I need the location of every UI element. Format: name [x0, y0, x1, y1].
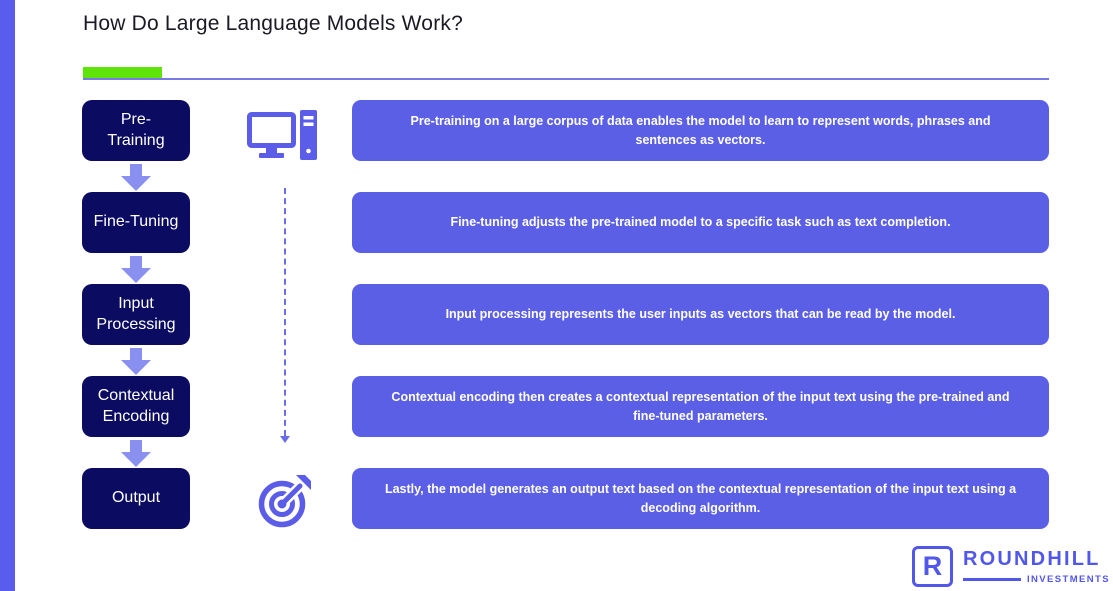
down-arrow-icon [121, 348, 151, 375]
step-box-contextual-encoding: Contextual Encoding [82, 376, 190, 437]
dashed-connector-line [284, 188, 286, 436]
down-arrow-icon [121, 440, 151, 467]
logo-subtitle: INVESTMENTS [1027, 574, 1110, 585]
target-dart-icon [258, 475, 311, 528]
logo-mark-letter: R [922, 551, 943, 581]
step-label: Fine-Tuning [93, 213, 179, 231]
step-box-output: Output [82, 468, 190, 529]
down-arrow-icon [121, 256, 151, 283]
green-accent-chip [83, 67, 162, 80]
description-text: Pre-training on a large corpus of data e… [410, 113, 991, 147]
description-text: Lastly, the model generates an output te… [384, 481, 1017, 515]
step-label: Contextual Encoding [97, 387, 175, 425]
down-arrow-icon [121, 164, 151, 191]
page-title: How Do Large Language Models Work? [83, 12, 463, 35]
step-box-input-processing: Input Processing [82, 284, 190, 345]
logo-brand-name: ROUNDHILL [963, 548, 1101, 570]
step-box-fine-tuning: Fine-Tuning [82, 192, 190, 253]
logo-wordmark: ROUNDHILL INVESTMENTS [963, 548, 1110, 585]
step-label: Output [111, 489, 161, 507]
description-box-pre-training: Pre-training on a large corpus of data e… [352, 100, 1049, 161]
description-text: Fine-tuning adjusts the pre-trained mode… [450, 215, 951, 230]
description-text: Contextual encoding then creates a conte… [391, 389, 1010, 423]
desktop-computer-icon [247, 110, 317, 160]
description-box-contextual-encoding: Contextual encoding then creates a conte… [352, 376, 1049, 437]
left-accent-bar [0, 0, 15, 591]
step-label: Input Processing [96, 295, 176, 333]
logo-subtitle-row: INVESTMENTS [963, 574, 1110, 585]
description-box-input-processing: Input processing represents the user inp… [352, 284, 1049, 345]
roundhill-logo-mark-icon: R [912, 546, 953, 587]
dashed-connector-arrowhead [280, 436, 290, 443]
roundhill-logo: R ROUNDHILL INVESTMENTS [912, 546, 1110, 587]
title-divider-line [83, 78, 1049, 80]
description-box-fine-tuning: Fine-tuning adjusts the pre-trained mode… [352, 192, 1049, 253]
step-label: Pre- Training [107, 111, 165, 149]
description-box-output: Lastly, the model generates an output te… [352, 468, 1049, 529]
description-text: Input processing represents the user inp… [445, 307, 956, 322]
step-box-pre-training: Pre- Training [82, 100, 190, 161]
logo-rule-line [963, 578, 1021, 581]
